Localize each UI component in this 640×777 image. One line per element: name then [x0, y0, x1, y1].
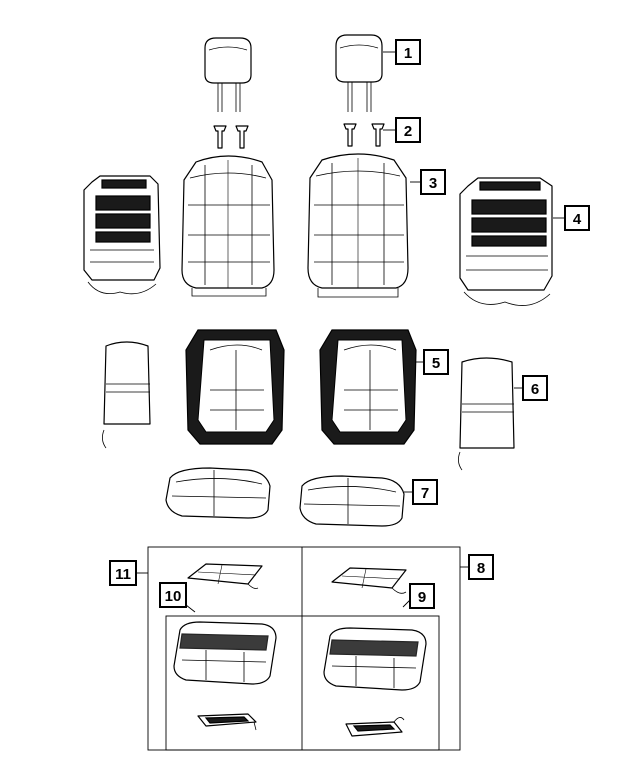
callout-4-label: 4: [573, 211, 582, 228]
callout-11[interactable]: 11: [109, 560, 137, 586]
seat-back-frame-right[interactable]: [319, 329, 417, 445]
seat-back-panel-right[interactable]: [459, 177, 553, 306]
seat-back-board-left[interactable]: [102, 341, 151, 449]
seat-back-frame-left[interactable]: [185, 329, 285, 445]
seat-heater-pad-left[interactable]: [187, 563, 263, 589]
callout-10[interactable]: 10: [159, 582, 187, 608]
callout-11-label: 11: [115, 566, 131, 583]
headrest-guides-right[interactable]: [343, 123, 385, 147]
headrest-right[interactable]: [335, 34, 383, 112]
callout-8-label: 8: [477, 560, 485, 577]
headrest-left[interactable]: [204, 37, 252, 112]
seat-cushion-foam-right[interactable]: [323, 627, 427, 691]
seat-back-cover-right[interactable]: [307, 153, 409, 298]
callout-9-label: 9: [418, 589, 426, 606]
seat-cushion-foam-left[interactable]: [173, 621, 277, 685]
callout-2[interactable]: 2: [395, 117, 421, 143]
callout-1[interactable]: 1: [395, 39, 421, 65]
callout-3[interactable]: 3: [420, 169, 446, 195]
callout-8[interactable]: 8: [468, 554, 494, 580]
callout-2-label: 2: [404, 123, 412, 140]
seat-heater-pad-right[interactable]: [331, 567, 407, 594]
callout-9[interactable]: 9: [409, 583, 435, 609]
kit-frame-inner: [165, 615, 440, 751]
seat-back-panel-left[interactable]: [83, 175, 161, 295]
seat-cushion-cover-left[interactable]: [165, 467, 271, 519]
callout-7-label: 7: [421, 485, 429, 502]
callout-5[interactable]: 5: [423, 349, 449, 375]
callout-7[interactable]: 7: [412, 479, 438, 505]
callout-6[interactable]: 6: [522, 375, 548, 401]
callout-10-label: 10: [165, 588, 182, 605]
callout-1-label: 1: [404, 45, 412, 62]
callout-6-label: 6: [531, 381, 539, 398]
seat-back-board-right[interactable]: [458, 357, 515, 471]
seat-bracket-right[interactable]: [345, 717, 405, 737]
seat-bracket-left[interactable]: [197, 713, 257, 731]
callout-4[interactable]: 4: [564, 205, 590, 231]
headrest-guides-left[interactable]: [213, 125, 249, 149]
callout-3-label: 3: [429, 175, 437, 192]
seat-back-cover-left[interactable]: [181, 155, 275, 297]
callout-5-label: 5: [432, 355, 440, 372]
seat-cushion-cover-right[interactable]: [299, 475, 405, 527]
